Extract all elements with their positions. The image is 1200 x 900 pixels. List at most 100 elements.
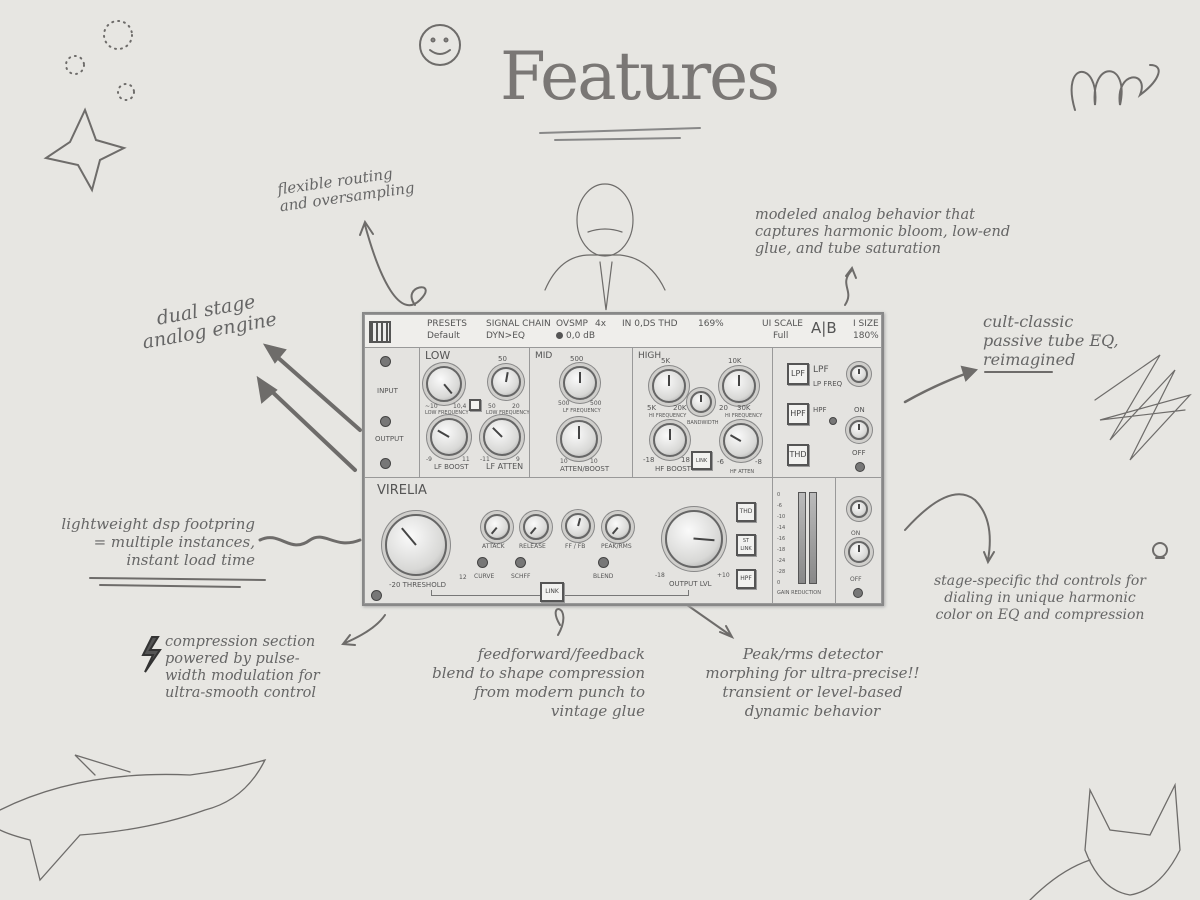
thd-label: IN 0,DS THD <box>622 319 678 329</box>
star-doodle-icon <box>43 107 127 193</box>
compressor-section: VIRELIA -20 THRESHOLD 12 ATTACK RELEASE … <box>364 477 773 604</box>
hf-frequency-2-knob[interactable] <box>722 369 756 403</box>
scale-label: 500 <box>590 400 602 407</box>
hf-frequency-label: HI FREQUENCY <box>649 413 687 419</box>
scale-label: -8 <box>755 458 762 466</box>
scale-label: 20K <box>673 404 687 412</box>
scale-label: 500 <box>570 355 584 363</box>
size-label: I SIZE <box>853 319 879 329</box>
thd-value[interactable]: 169% <box>698 319 724 329</box>
comp-link-button[interactable]: LINK <box>540 582 564 602</box>
signal-chain-label: SIGNAL CHAIN <box>486 319 551 329</box>
lf-atten-label: LF ATTEN <box>486 462 524 471</box>
eq-thd-button[interactable]: THD <box>787 444 809 466</box>
ff-fb-label: FF / FB <box>565 543 586 550</box>
comp-power-toggle[interactable] <box>848 541 870 563</box>
scale-label: 500 <box>558 400 570 407</box>
oversampling-value[interactable]: 4x <box>595 319 607 329</box>
gr-scale-label: -14 <box>777 525 786 531</box>
lpf-button[interactable]: LPF <box>787 363 809 385</box>
annotation-peak-rms: Peak/rms detector morphing for ultra-pre… <box>705 645 920 720</box>
hf-atten-knob[interactable] <box>723 423 759 459</box>
bandwidth-knob[interactable] <box>690 391 712 413</box>
high-link-button[interactable]: LINK <box>691 451 712 470</box>
eq-power-toggle[interactable] <box>849 420 869 440</box>
lightning-bolt-icon <box>141 636 162 673</box>
loop-scribble-icon <box>1070 64 1160 111</box>
scale-label: 20 <box>719 404 728 412</box>
gr-scale-label: -16 <box>777 536 786 542</box>
peak-rms-knob[interactable] <box>605 514 631 540</box>
lf-atten-knob[interactable] <box>483 418 521 456</box>
low-frequency-2-label: LOW FREQUENCY <box>486 410 530 416</box>
atten-boost-label: ATTEN/BOOST <box>560 465 610 473</box>
hpf-led <box>829 417 837 425</box>
comp-thd-button[interactable]: THD <box>736 502 756 522</box>
schff-knob[interactable] <box>515 557 526 568</box>
release-knob[interactable] <box>523 514 549 540</box>
ab-compare-button[interactable]: A|B <box>811 319 837 337</box>
blend-knob[interactable] <box>598 557 609 568</box>
annotation-compression: compression section powered by pulse- wi… <box>165 634 320 701</box>
hpf-button[interactable]: HPF <box>787 403 809 425</box>
attack-knob[interactable] <box>484 514 510 540</box>
arrow-modeled <box>844 265 857 306</box>
size-value[interactable]: 180% <box>853 331 879 341</box>
off-label: OFF <box>852 449 866 457</box>
lf-boost-label: LF BOOST <box>434 463 469 471</box>
output-level-knob[interactable] <box>665 510 723 568</box>
mid-frequency-knob[interactable] <box>563 366 597 400</box>
annotation-cult-classic: cult-classic passive tube EQ, reimagined <box>983 312 1119 369</box>
atten-boost-knob[interactable] <box>560 420 598 458</box>
arrow-dual-stage-1 <box>273 353 362 432</box>
scale-label: 12 <box>459 574 467 581</box>
attack-label: ATTACK <box>482 543 505 550</box>
input-output-led <box>380 416 391 427</box>
annotation-modeled: modeled analog behavior that captures ha… <box>755 207 1011 257</box>
lf-boost-knob[interactable] <box>430 418 468 456</box>
release-label: RELEASE <box>519 543 546 550</box>
filter-section: LPF LPF LP FREQ HPF HPF ON OFF THD <box>772 347 882 478</box>
comp-power-section: ON OFF <box>835 477 882 604</box>
gr-scale-label: 0 <box>777 580 781 586</box>
ff-fb-knob[interactable] <box>565 513 591 539</box>
low-frequency-knob[interactable] <box>426 366 462 402</box>
comp-knob[interactable] <box>850 500 868 518</box>
hf-boost-knob[interactable] <box>653 423 687 457</box>
low-frequency-2-knob[interactable] <box>491 367 521 397</box>
curve-knob[interactable] <box>477 557 488 568</box>
gr-meter-right <box>809 492 817 584</box>
low-freq2-top-scale: 50 <box>498 355 507 363</box>
lp-freq-knob[interactable] <box>850 365 868 383</box>
stereo-link-button[interactable]: ST LINK <box>736 534 756 556</box>
input-gain-value[interactable]: 0,0 dB <box>566 331 596 341</box>
lpf-label: LPF <box>813 365 829 375</box>
annotation-ff-fb: feedforward/feedback blend to shape comp… <box>432 645 645 720</box>
scale-label: 10K <box>728 357 742 365</box>
threshold-knob[interactable] <box>385 514 447 576</box>
gain-reduction-label: GAIN REDUCTION <box>777 590 821 596</box>
scale-label: -18 <box>655 572 665 579</box>
comp-hpf-button[interactable]: HPF <box>736 569 756 589</box>
hf-frequency-knob[interactable] <box>652 369 686 403</box>
arrow-cult <box>903 370 972 404</box>
hf-boost-label: HF BOOST <box>655 465 691 473</box>
scale-label: 10,4 <box>453 403 467 410</box>
scale-label: 30K <box>737 404 751 412</box>
arrow-lightweight <box>258 535 362 547</box>
hpf-label: HPF <box>813 406 827 414</box>
dots-doodle <box>65 20 135 101</box>
arrow-compression <box>341 614 386 646</box>
output-level-label: OUTPUT LVL <box>669 580 712 588</box>
ui-scale-value: Full <box>773 331 789 341</box>
mid-title: MID <box>535 351 553 361</box>
gr-scale-label: -28 <box>777 569 786 575</box>
oversampling-label: OVSMP <box>556 319 588 329</box>
gr-scale-label: -24 <box>777 558 786 564</box>
low-link-button[interactable] <box>469 399 481 411</box>
hf-atten-label: HF ATTEN <box>730 469 755 475</box>
input-gain-knob-icon[interactable] <box>556 332 563 339</box>
scale-label: 5K <box>647 404 657 412</box>
scale-label: 5K <box>661 357 671 365</box>
